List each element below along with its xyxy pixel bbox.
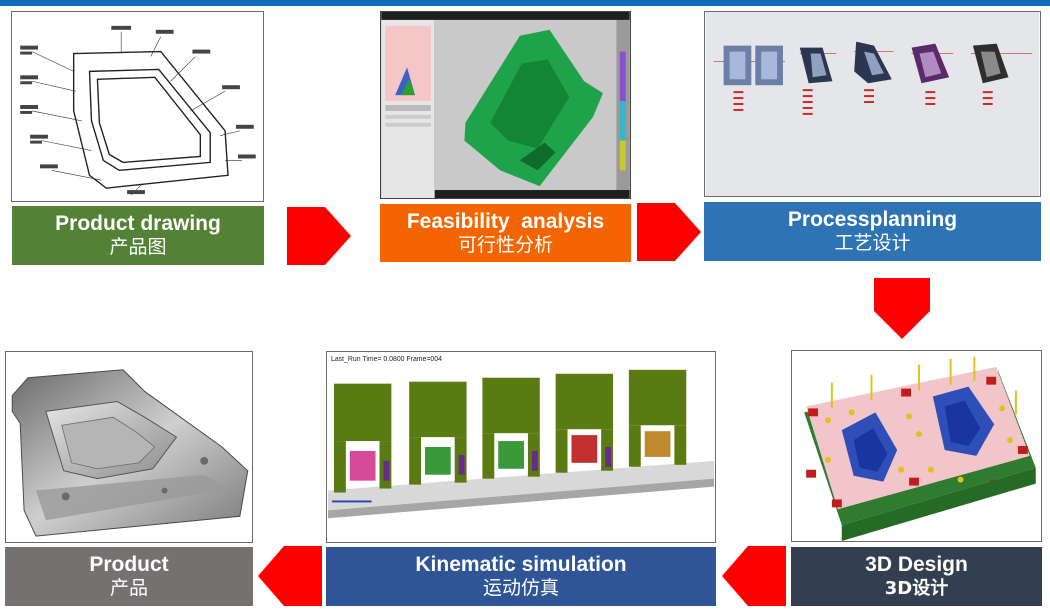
arrow-left-1 bbox=[722, 546, 786, 606]
kinematic-simulation-label: Kinematic simulation 运动仿真 bbox=[326, 547, 716, 606]
product-drawing-label: Product drawing 产品图 bbox=[12, 206, 264, 265]
top-accent-bar bbox=[0, 0, 1050, 6]
process-planning-image bbox=[704, 11, 1041, 197]
product-image bbox=[5, 351, 253, 543]
process-planning-label: Processplanning 工艺设计 bbox=[704, 202, 1041, 261]
arrow-right-2 bbox=[637, 203, 701, 261]
3d-design-image bbox=[791, 350, 1042, 542]
kinematic-simulation-image: Last_Run Time= 0.0800 Frame=004 bbox=[326, 351, 716, 543]
kinematic-simulation-title-cn: 运动仿真 bbox=[483, 577, 559, 600]
arrow-left-2 bbox=[258, 546, 322, 606]
product-drawing-title: Product drawing bbox=[55, 212, 221, 236]
product-drawing-title-cn: 产品图 bbox=[109, 236, 166, 259]
feasibility-analysis-image bbox=[380, 11, 631, 199]
3d-design-label: 3D Design 3D设计 bbox=[791, 547, 1042, 606]
process-planning-title-cn: 工艺设计 bbox=[834, 232, 910, 255]
process-planning-title: Processplanning bbox=[788, 208, 957, 232]
product-title: Product bbox=[89, 553, 168, 577]
product-drawing-image bbox=[11, 11, 264, 202]
3d-design-title-cn: 3D设计 bbox=[885, 577, 948, 600]
product-label: Product 产品 bbox=[5, 547, 253, 606]
arrow-down bbox=[870, 278, 934, 339]
feasibility-analysis-title-cn: 可行性分析 bbox=[458, 234, 553, 257]
feasibility-analysis-title: Feasibility analysis bbox=[407, 210, 604, 234]
simulation-header-text: Last_Run Time= 0.0800 Frame=004 bbox=[331, 356, 442, 363]
arrow-right-1 bbox=[287, 207, 351, 265]
feasibility-analysis-label: Feasibility analysis 可行性分析 bbox=[380, 204, 631, 262]
3d-design-title: 3D Design bbox=[865, 553, 968, 577]
product-title-cn: 产品 bbox=[110, 577, 148, 600]
kinematic-simulation-title: Kinematic simulation bbox=[415, 553, 626, 577]
